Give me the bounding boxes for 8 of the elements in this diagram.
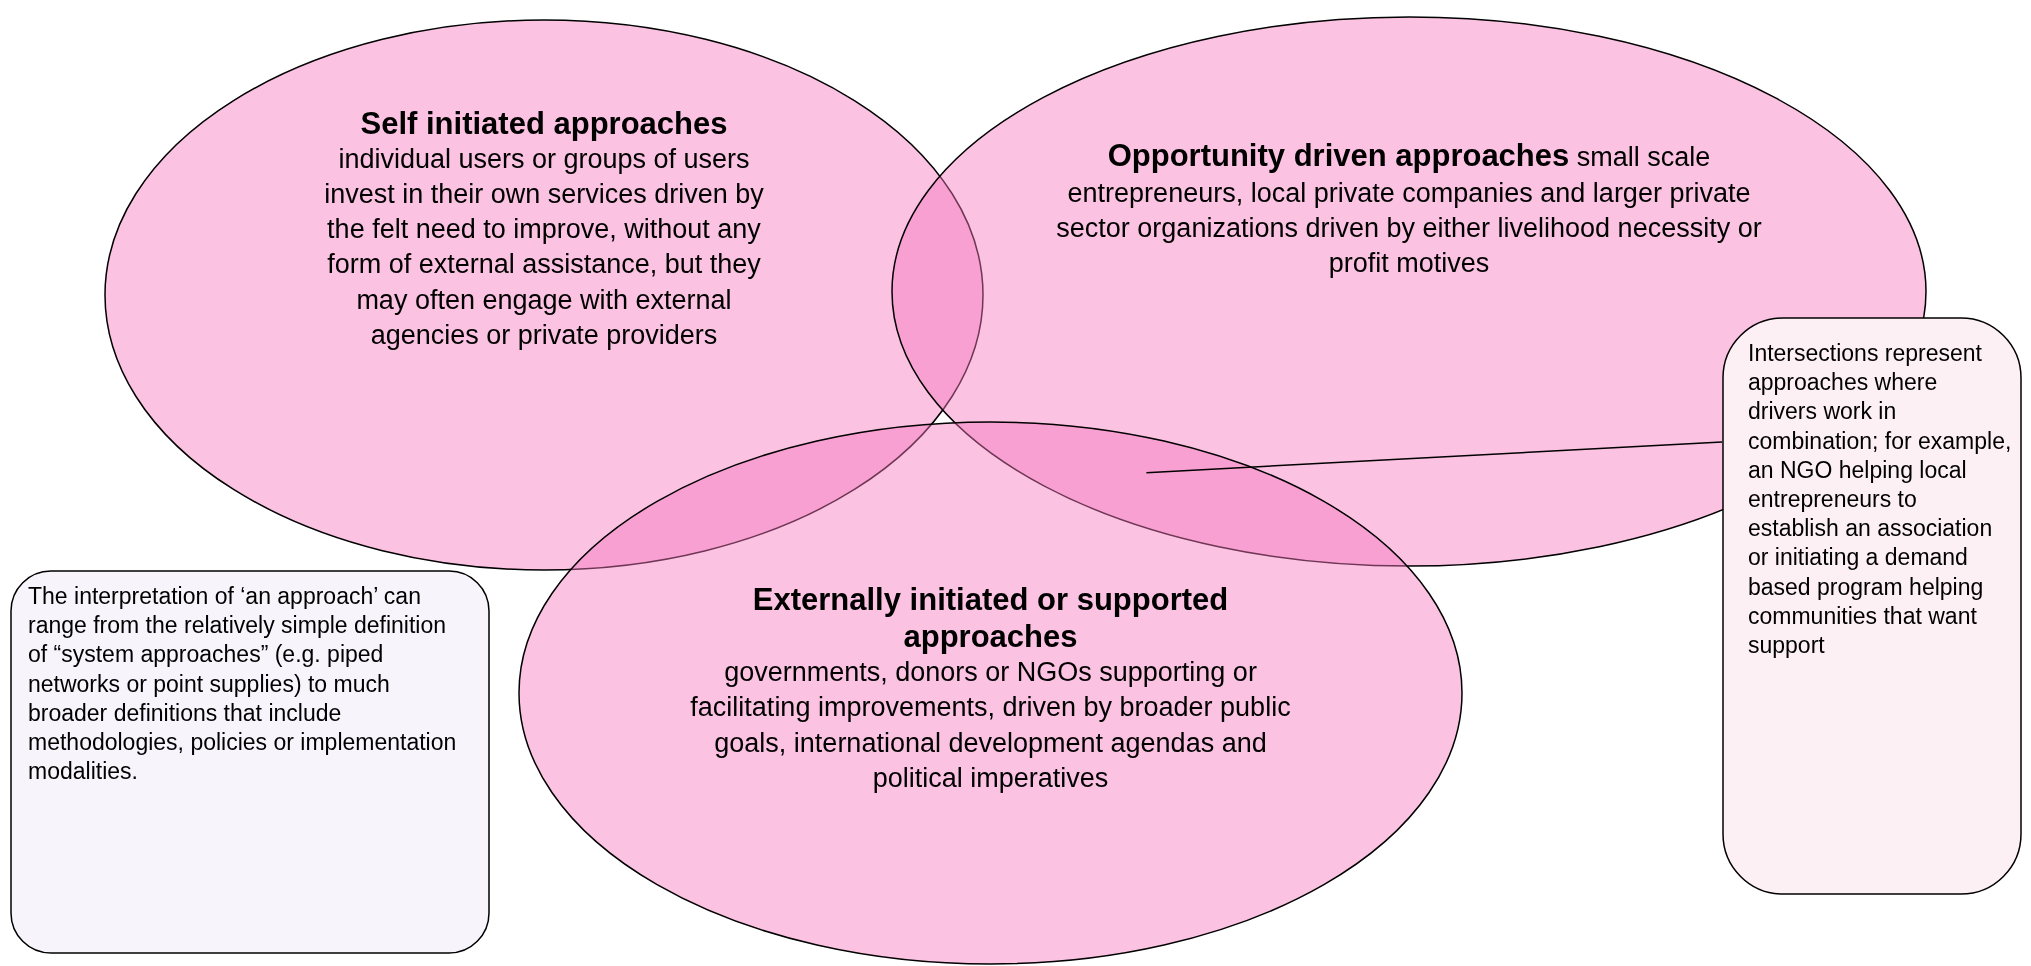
description-text: governments, donors or NGOs supporting or facilitating improvements, driven by broader public goals, international development agendas and political imperatives: [689, 656, 1292, 795]
leader-line: [1145, 441, 1723, 474]
description-text: Opportunity driven approaches small scale entrepreneurs, local private companies and larger private sector organizations driven by either livelihood necessity or profit motives: [1055, 137, 1763, 281]
heading: Externally initiated or supported approaches: [751, 581, 1230, 656]
description-text: individual users or groups of users invest in their own services driven by the felt need to improve, without any form of external assistance, but they may often engage with external agencies or private providers: [323, 143, 765, 352]
note-text: The interpretation of ‘an approach’ can range from the relatively simple definition of “system approaches” (e.g. piped networks or point supplies) to much broader definitions that include methodologies, policies or implementation modalities.: [28, 582, 458, 787]
heading: Self initiated approaches: [359, 105, 729, 143]
note-text: Intersections represent approaches where drivers work in combination; for example, an NGO helping local entrepreneurs to establish an association or initiating a demand based program helping communities that want support: [1748, 339, 2012, 661]
